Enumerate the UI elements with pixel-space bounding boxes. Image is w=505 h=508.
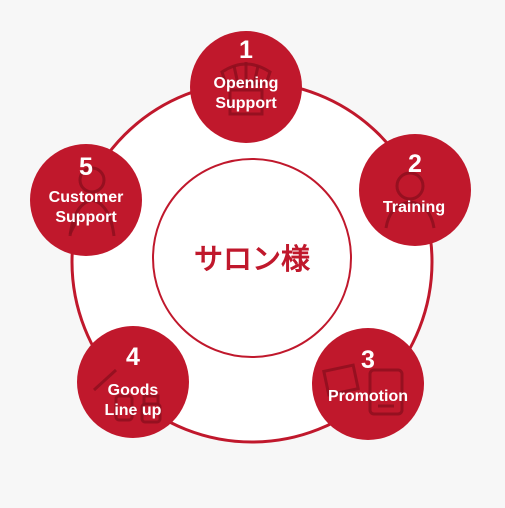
node-opening-support[interactable]: 1 Opening Support: [190, 31, 302, 143]
node-label-line1: Promotion: [328, 388, 408, 405]
cosmetics-icon: [92, 368, 162, 424]
customer-icon: [68, 166, 116, 237]
node-label-line1: Goods: [108, 382, 159, 399]
node-number: 4: [126, 343, 140, 371]
node-label-line2: Support: [55, 209, 117, 226]
node-label-line2: Line up: [105, 402, 162, 419]
node-training[interactable]: 2 Training: [359, 134, 471, 246]
node-label-line1: Opening: [214, 75, 279, 92]
node-label-line2: Support: [215, 95, 277, 112]
node-number: 3: [361, 346, 375, 374]
person-icon: [384, 171, 436, 229]
center-circle: [152, 158, 352, 358]
node-number: 1: [239, 36, 253, 64]
awning-shop-icon: [220, 62, 272, 116]
node-label-line1: Training: [383, 199, 445, 216]
node-promotion[interactable]: 3 Promotion: [312, 328, 424, 440]
center-label: サロン様: [194, 242, 311, 276]
node-number: 5: [79, 153, 93, 181]
node-customer-support[interactable]: 5 Customer Support: [30, 144, 142, 256]
flyer-tablet-icon: [322, 363, 404, 416]
node-number: 2: [408, 150, 422, 178]
node-goods-line-up[interactable]: 4 Goods Line up: [77, 326, 189, 438]
node-label-line1: Customer: [49, 189, 124, 206]
